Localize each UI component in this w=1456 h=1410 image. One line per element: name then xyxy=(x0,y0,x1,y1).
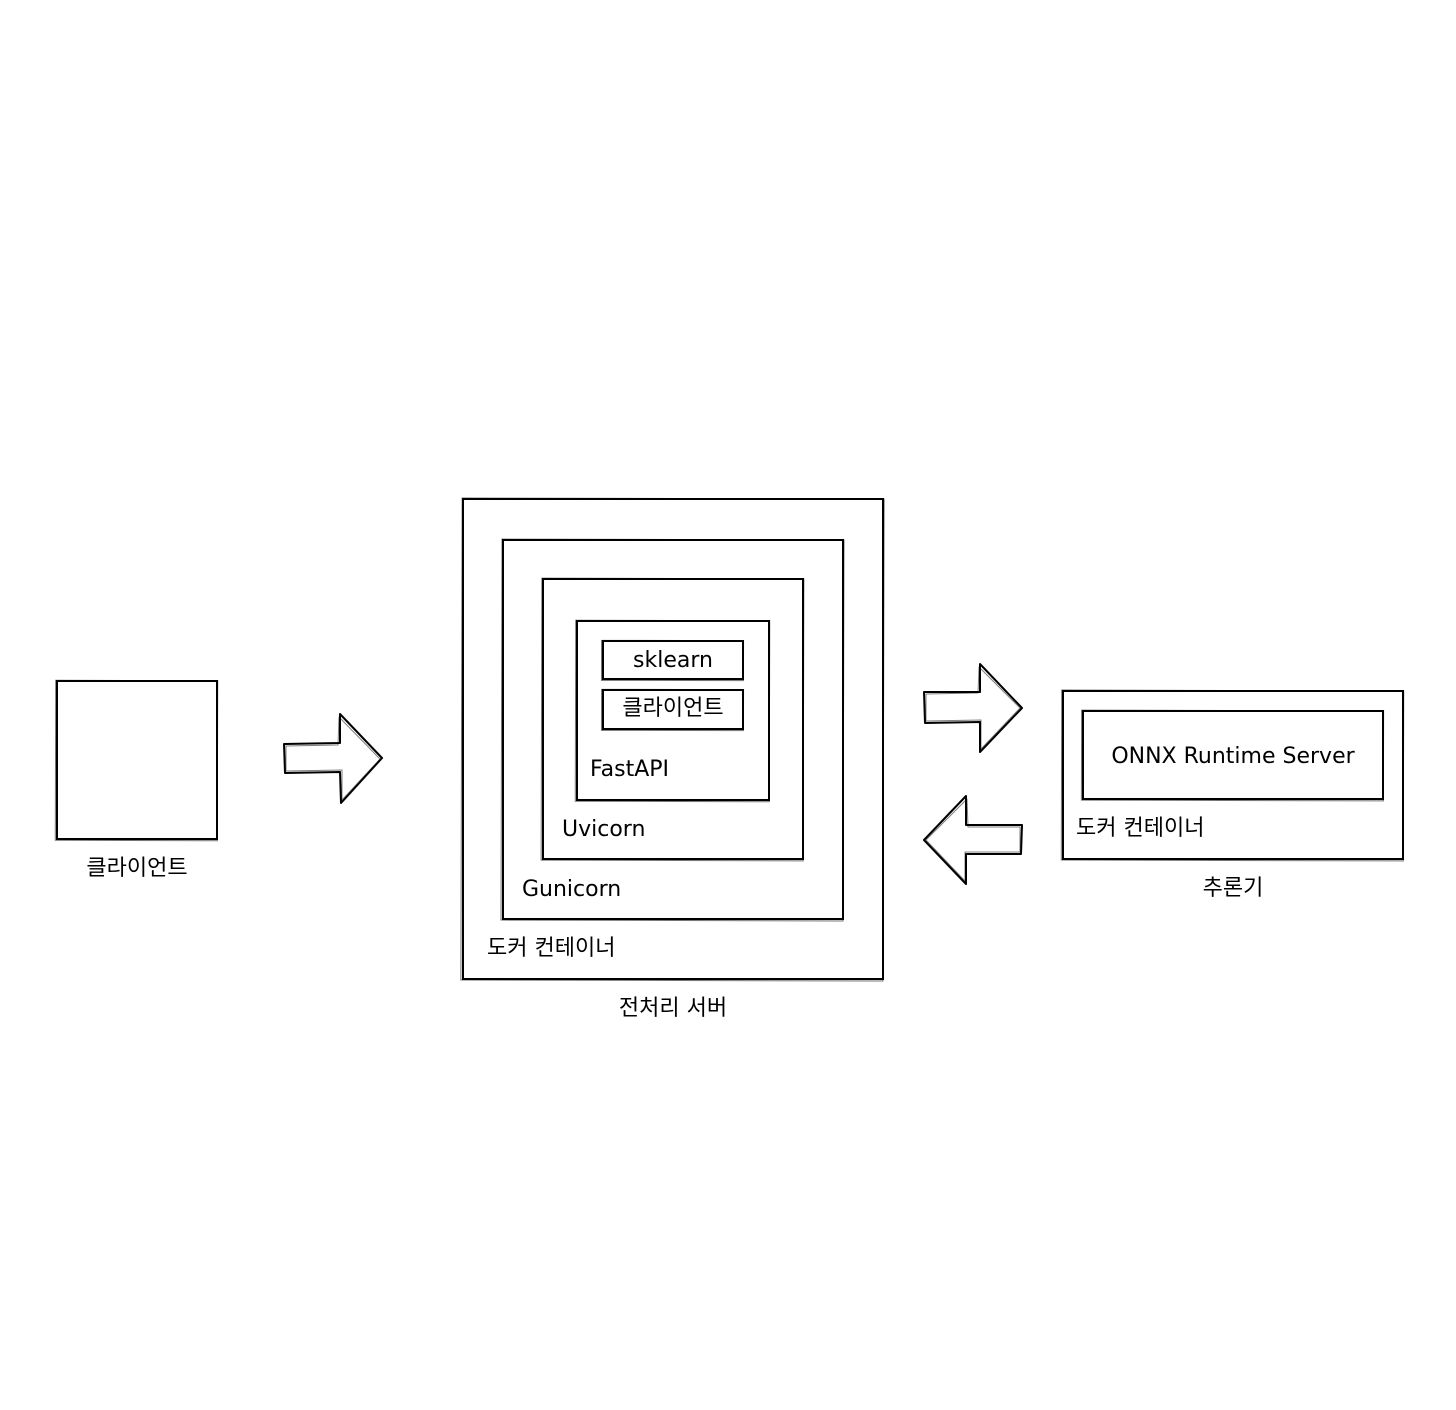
gunicorn-box xyxy=(502,539,844,920)
sklearn-box: sklearn xyxy=(602,640,744,680)
sklearn-label: sklearn xyxy=(633,648,713,673)
arrow-client-to-server xyxy=(283,713,383,804)
onnx-runtime-server-label: ONNX Runtime Server xyxy=(1111,744,1355,769)
client-box xyxy=(56,680,218,840)
client-module-box: 클라이언트 xyxy=(602,689,744,730)
preprocess-docker-label: 도커 컨테이너 xyxy=(487,936,616,961)
client-caption: 클라이언트 xyxy=(86,856,188,881)
inference-docker-container xyxy=(1062,690,1404,860)
preprocess-docker-container xyxy=(462,498,884,980)
onnx-runtime-server-box: ONNX Runtime Server xyxy=(1082,710,1384,800)
arrow-server-to-inference xyxy=(923,663,1023,753)
client-module-label: 클라이언트 xyxy=(622,696,724,721)
gunicorn-label: Gunicorn xyxy=(522,877,622,902)
fastapi-box xyxy=(576,620,770,801)
inference-caption: 추론기 xyxy=(1202,876,1264,901)
arrow-inference-to-server xyxy=(923,795,1023,885)
uvicorn-label: Uvicorn xyxy=(562,817,646,842)
inference-docker-label: 도커 컨테이너 xyxy=(1076,816,1205,841)
fastapi-label: FastAPI xyxy=(590,757,670,782)
uvicorn-box xyxy=(542,578,804,860)
preprocess-server-caption: 전처리 서버 xyxy=(618,996,728,1021)
